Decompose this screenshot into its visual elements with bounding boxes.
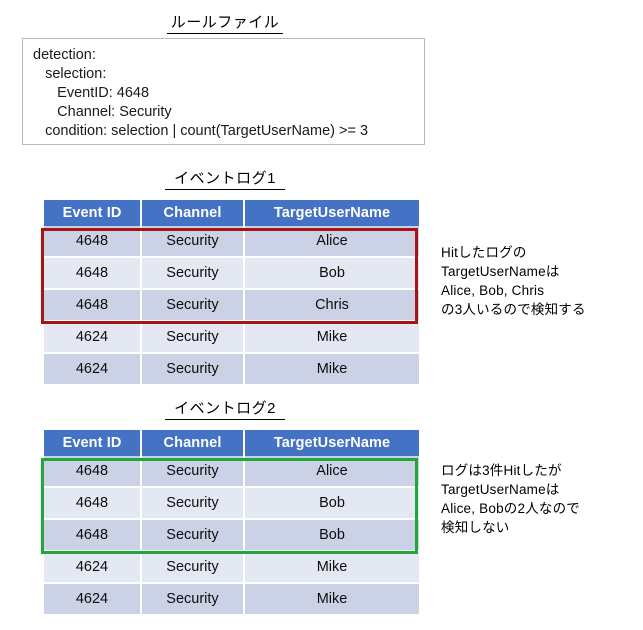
event-log-1-table: Event ID Channel TargetUserName 4648 Sec… xyxy=(44,200,419,386)
table-row: 4648 Security Alice xyxy=(44,456,419,488)
cell-event-id: 4624 xyxy=(44,583,142,616)
event-log-1-title: イベントログ1 xyxy=(165,170,285,190)
cell-user: Bob xyxy=(244,519,419,552)
cell-user: Bob xyxy=(244,257,419,290)
cell-user: Alice xyxy=(244,456,419,488)
column-header-event-id: Event ID xyxy=(44,430,142,456)
cell-user: Chris xyxy=(244,289,419,322)
cell-channel: Security xyxy=(141,226,245,258)
event-log-2-note: ログは3件Hitしたが TargetUserNameは Alice, Bobの2… xyxy=(441,463,580,535)
cell-channel: Security xyxy=(141,551,245,584)
rule-line-eventid: EventID: 4648 xyxy=(33,85,150,101)
table-header-row: Event ID Channel TargetUserName xyxy=(44,430,419,456)
cell-event-id: 4624 xyxy=(44,353,142,386)
cell-channel: Security xyxy=(141,519,245,552)
cell-event-id: 4648 xyxy=(44,519,142,552)
column-header-channel: Channel xyxy=(141,430,245,456)
table-row: 4648 Security Alice xyxy=(44,226,419,258)
event-log-1-note: Hitしたログの TargetUserNameは Alice, Bob, Chr… xyxy=(441,245,586,317)
cell-channel: Security xyxy=(141,257,245,290)
column-header-targetusername: TargetUserName xyxy=(244,200,419,226)
cell-event-id: 4648 xyxy=(44,289,142,322)
rule-line-channel: Channel: Security xyxy=(33,104,172,120)
cell-channel: Security xyxy=(141,321,245,354)
cell-channel: Security xyxy=(141,456,245,488)
rule-file-title: ルールファイル xyxy=(167,14,283,34)
cell-channel: Security xyxy=(141,583,245,616)
column-header-targetusername: TargetUserName xyxy=(244,430,419,456)
cell-channel: Security xyxy=(141,289,245,322)
event-log-2-title: イベントログ2 xyxy=(165,400,285,420)
cell-channel: Security xyxy=(141,353,245,386)
table-row: 4648 Security Chris xyxy=(44,289,419,322)
column-header-event-id: Event ID xyxy=(44,200,142,226)
table-row: 4624 Security Mike xyxy=(44,583,419,616)
table-row: 4648 Security Bob xyxy=(44,519,419,552)
cell-event-id: 4624 xyxy=(44,551,142,584)
cell-event-id: 4648 xyxy=(44,257,142,290)
event-log-2-table: Event ID Channel TargetUserName 4648 Sec… xyxy=(44,430,419,616)
rule-line-detection: detection: xyxy=(33,47,96,63)
cell-event-id: 4648 xyxy=(44,456,142,488)
cell-user: Bob xyxy=(244,487,419,520)
cell-user: Mike xyxy=(244,353,419,386)
cell-event-id: 4648 xyxy=(44,487,142,520)
table-header-row: Event ID Channel TargetUserName xyxy=(44,200,419,226)
cell-user: Mike xyxy=(244,583,419,616)
cell-channel: Security xyxy=(141,487,245,520)
table-row: 4624 Security Mike xyxy=(44,551,419,584)
rule-file-box: detection: selection: EventID: 4648 Chan… xyxy=(22,38,425,145)
column-header-channel: Channel xyxy=(141,200,245,226)
cell-user: Mike xyxy=(244,551,419,584)
rule-line-condition: condition: selection | count(TargetUserN… xyxy=(33,123,369,139)
cell-user: Alice xyxy=(244,226,419,258)
table-row: 4648 Security Bob xyxy=(44,257,419,290)
rule-line-selection: selection: xyxy=(33,66,107,82)
cell-event-id: 4648 xyxy=(44,226,142,258)
table-row: 4648 Security Bob xyxy=(44,487,419,520)
table-row: 4624 Security Mike xyxy=(44,321,419,354)
cell-user: Mike xyxy=(244,321,419,354)
table-row: 4624 Security Mike xyxy=(44,353,419,386)
cell-event-id: 4624 xyxy=(44,321,142,354)
